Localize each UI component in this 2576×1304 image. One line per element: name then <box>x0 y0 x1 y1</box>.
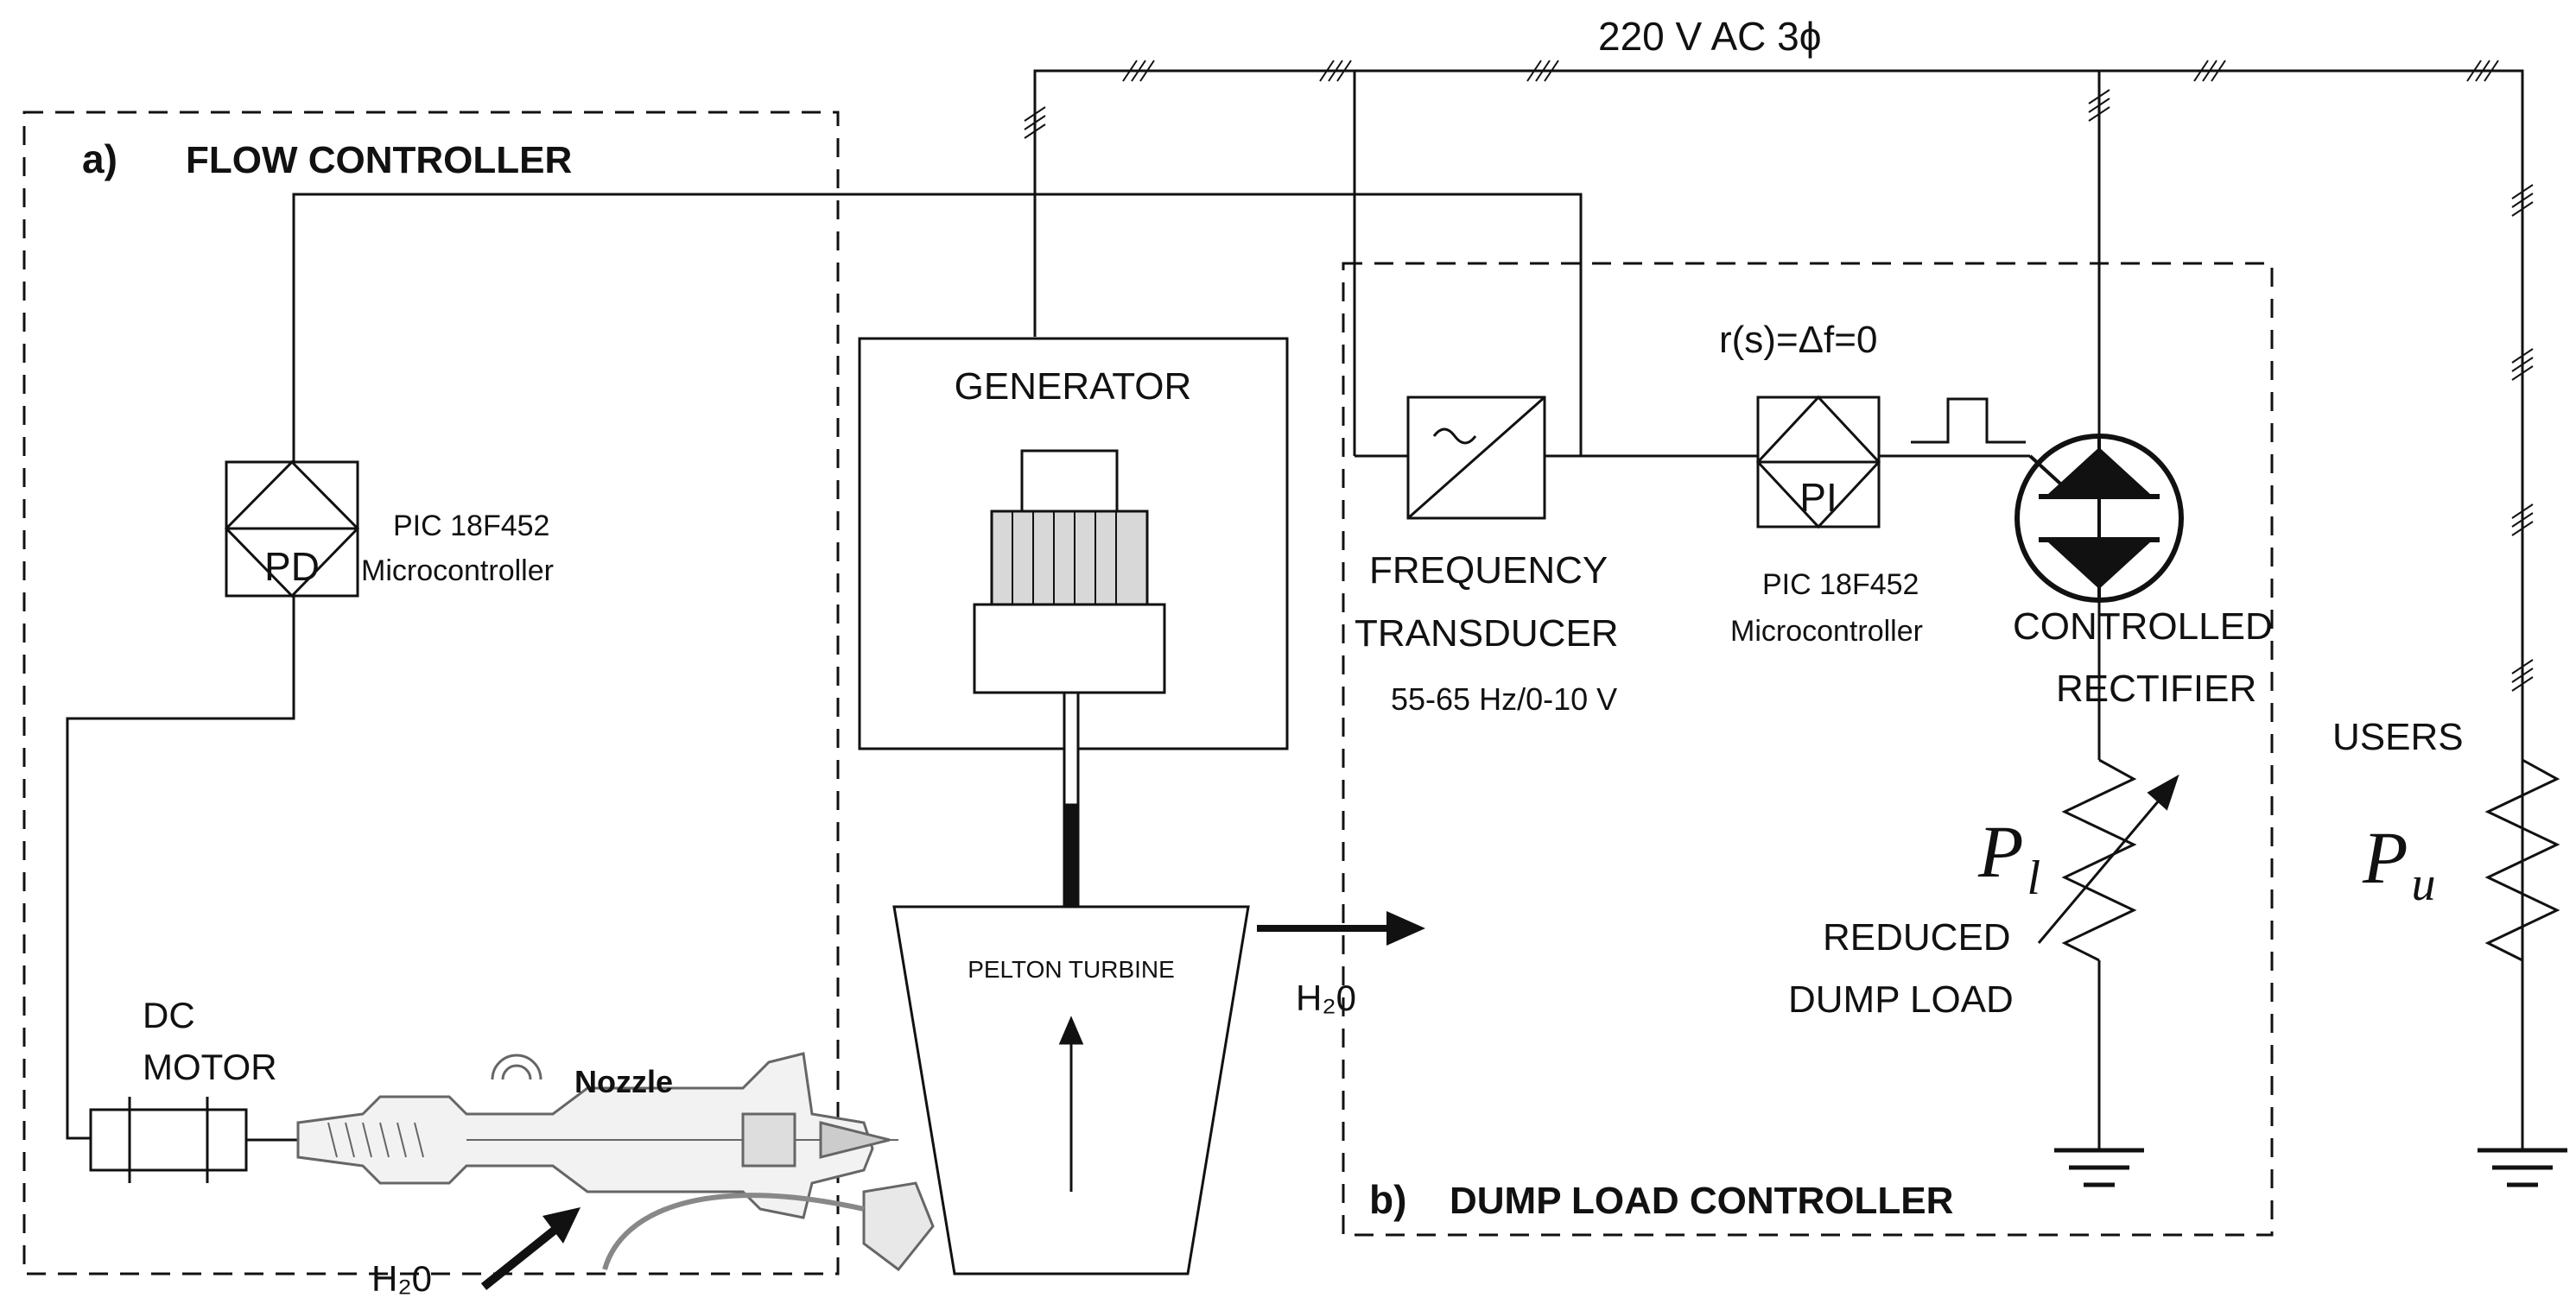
dump-load-controller-prefix: b) <box>1369 1177 1406 1222</box>
pd-block <box>224 459 360 598</box>
pd-block-label: PD <box>264 544 320 589</box>
pu-symbol: Pu <box>2362 816 2436 911</box>
nozzle-label: Nozzle <box>574 1064 673 1099</box>
frequency-transducer <box>1406 396 1546 520</box>
dc-motor-label-line2: MOTOR <box>143 1047 277 1087</box>
pl-symbol: Pl <box>1977 810 2040 905</box>
transducer-range: 55-65 Hz/0-10 V <box>1391 681 1617 717</box>
pi-micro-line2: Microcontroller <box>1730 615 1923 648</box>
water-in-arrow <box>480 1207 581 1290</box>
ground-symbol-dump <box>2054 1148 2144 1187</box>
rectifier-label-line1: CONTROLLED <box>2013 605 2273 648</box>
dump-load-controller-title: DUMP LOAD CONTROLLER <box>1450 1180 1953 1222</box>
transducer-label-line1: FREQUENCY <box>1369 549 1608 592</box>
users-load-resistor <box>2484 758 2560 1149</box>
dump-load-resistor <box>2037 600 2179 1149</box>
transducer-label-line2: TRANSDUCER <box>1355 612 1619 655</box>
pu-subscript: u <box>2412 858 2436 911</box>
ground-symbol-users <box>2478 1148 2567 1187</box>
setpoint-label: r(s)=Δf=0 <box>1719 319 1877 361</box>
pelton-turbine-label: PELTON TURBINE <box>968 956 1175 983</box>
water-in-label: H₂0 <box>371 1258 432 1299</box>
rectifier-label-line2: RECTIFIER <box>2056 668 2256 710</box>
pi-block-label: PI <box>1799 475 1837 520</box>
pi-micro-line1: PIC 18F452 <box>1762 568 1919 601</box>
signal-wiring <box>66 193 2030 1140</box>
pi-block <box>1755 395 1881 529</box>
pl-subscript: l <box>2027 851 2041 905</box>
flow-controller-prefix: a) <box>82 136 117 181</box>
flow-controller-boundary <box>22 111 840 1276</box>
dump-load-label-line1: REDUCED <box>1823 916 2011 959</box>
flow-controller-title: FLOW CONTROLLER <box>186 139 572 181</box>
generator-label: GENERATOR <box>955 365 1192 408</box>
dc-motor-label-line1: DC <box>143 995 195 1035</box>
users-label: USERS <box>2332 716 2464 758</box>
three-phase-ticks <box>1024 60 2534 692</box>
water-out-arrow <box>1257 911 1425 946</box>
pd-micro-line1: PIC 18F452 <box>393 510 549 542</box>
pelton-turbine <box>892 905 1250 1276</box>
dc-motor <box>89 1097 298 1183</box>
dump-load-label-line2: DUMP LOAD <box>1788 978 2014 1021</box>
pd-micro-line2: Microcontroller <box>361 554 554 587</box>
pulse-signal-icon <box>1911 397 2026 444</box>
controlled-rectifier <box>2014 434 2184 603</box>
supply-label: 220 V AC 3ϕ <box>1598 14 1821 59</box>
three-phase-bus <box>1033 69 2524 1045</box>
dump-load-controller-boundary <box>1342 262 2274 1237</box>
water-out-label: H₂0 <box>1296 978 1356 1018</box>
generator-turbine-shaft <box>1063 803 1080 908</box>
generator <box>858 337 1289 807</box>
nozzle-assembly <box>296 1052 935 1272</box>
